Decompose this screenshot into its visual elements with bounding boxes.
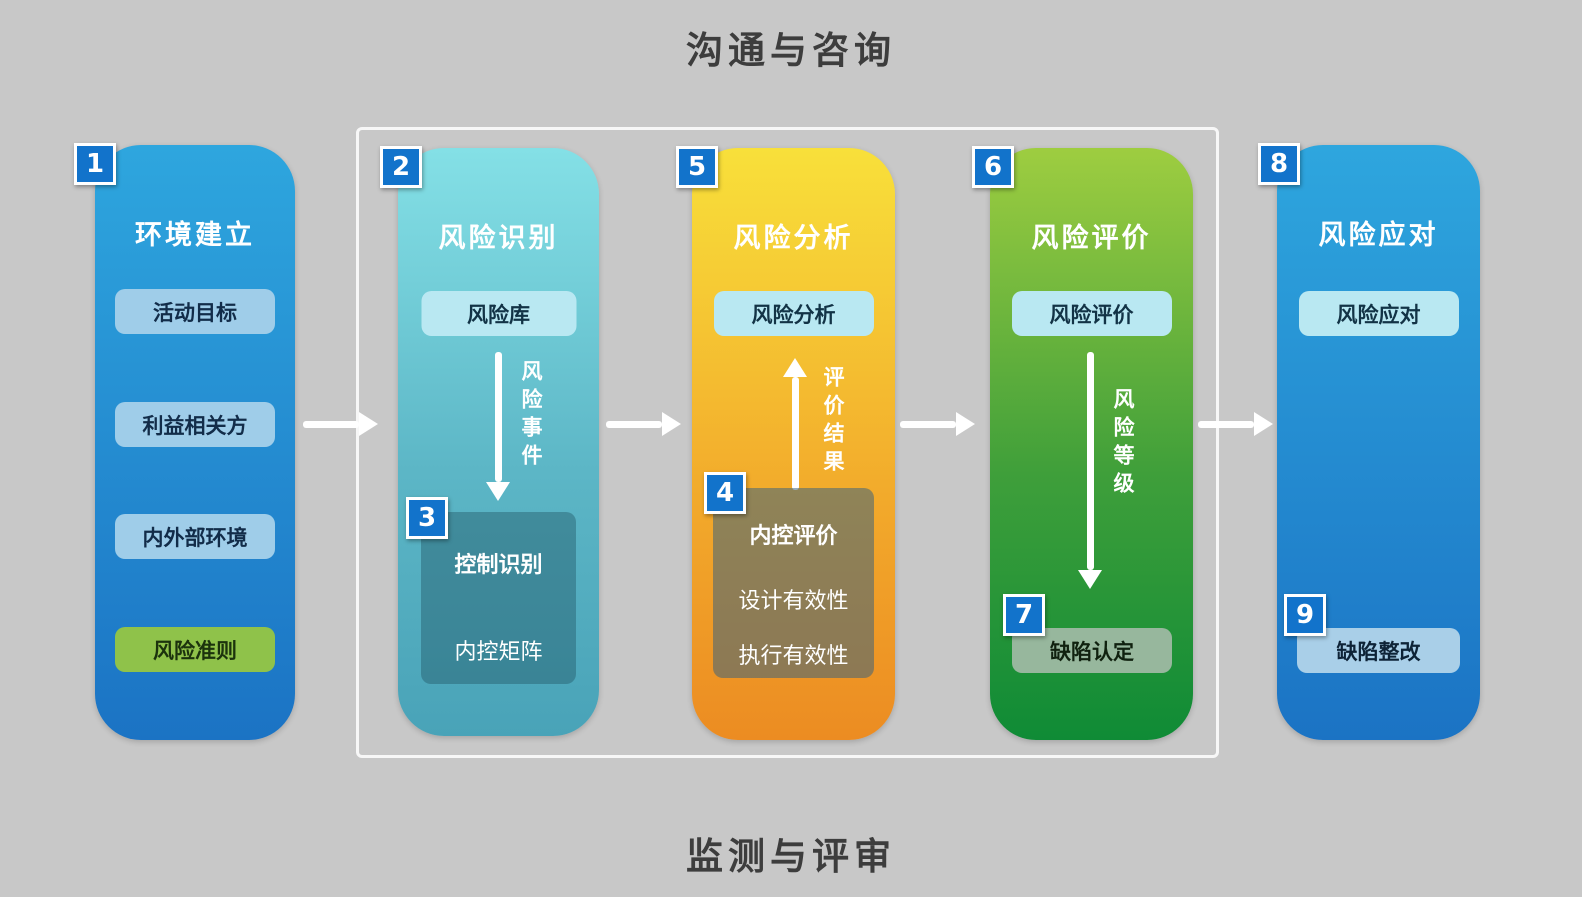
flow-arrow-1-to-2 <box>303 412 378 436</box>
step-badge-5: 5 <box>676 146 718 188</box>
column-risk-analysis: 5 风险分析 风险分析 评价结果 内控评价 设计有效性 执行有效性 4 <box>676 146 895 740</box>
arrow-shaft <box>1086 352 1094 570</box>
sub-box-risk-evaluation: 风险评价 <box>1011 291 1172 336</box>
bottom-banner: 监测与评审 <box>686 835 896 878</box>
down-arrow-risk-grade <box>1078 352 1102 589</box>
step-badge-4: 4 <box>704 472 746 514</box>
step-badge-9: 9 <box>1284 594 1326 636</box>
arrow-label-evaluation-result: 评价结果 <box>821 366 845 478</box>
arrow-head-right-icon <box>1254 412 1273 436</box>
step-badge-7: 7 <box>1003 594 1045 636</box>
column-title-evaluation: 风险评价 <box>1031 223 1152 254</box>
arrow-head-right-icon <box>662 412 681 436</box>
column-title-identification: 风险识别 <box>438 223 559 254</box>
process-frame <box>356 127 1219 758</box>
arrow-label-risk-grade: 风险等级 <box>1111 388 1135 500</box>
step-badge-8: 8 <box>1258 143 1300 185</box>
arrow-head-right-icon <box>956 412 975 436</box>
sub-box-risk-criteria: 风险准则 <box>115 627 275 672</box>
flow-arrow-4-to-5 <box>1198 412 1273 436</box>
design-effectiveness-label: 设计有效性 <box>738 589 849 614</box>
column-title-analysis: 风险分析 <box>733 223 854 254</box>
arrow-shaft <box>791 377 799 490</box>
down-arrow-risk-events <box>486 352 510 501</box>
arrow-shaft <box>303 420 359 428</box>
step-badge-2: 2 <box>380 146 422 188</box>
column-title-response: 风险应对 <box>1318 220 1439 251</box>
control-identification-title: 控制识别 <box>454 553 543 578</box>
sub-box-risk-response: 风险应对 <box>1298 291 1459 336</box>
arrow-head-down-icon <box>1078 570 1102 589</box>
step-badge-1: 1 <box>74 143 116 185</box>
column-environment: 1 环境建立 活动目标 利益相关方 内外部环境 风险准则 <box>74 143 295 740</box>
sub-box-risk-library: 风险库 <box>421 291 576 336</box>
top-banner: 沟通与咨询 <box>686 29 896 72</box>
arrow-head-down-icon <box>486 482 510 501</box>
internal-control-matrix-label: 内控矩阵 <box>454 640 543 665</box>
sub-box-activity-goals: 活动目标 <box>115 289 275 334</box>
column-risk-response: 8 风险应对 风险应对 缺陷整改 9 <box>1258 143 1480 740</box>
arrow-shaft <box>900 420 956 428</box>
column-title-environment: 环境建立 <box>135 220 255 251</box>
sub-panel-control-identification: 控制识别 内控矩阵 <box>421 512 576 684</box>
arrow-label-risk-events: 风险事件 <box>519 360 543 472</box>
sub-box-internal-external-context: 内外部环境 <box>115 514 275 559</box>
arrow-shaft <box>606 420 662 428</box>
sub-panel-internal-control-evaluation: 内控评价 设计有效性 执行有效性 <box>713 488 874 678</box>
flow-arrow-3-to-4 <box>900 412 975 436</box>
arrow-head-right-icon <box>359 412 378 436</box>
column-risk-identification: 2 风险识别 风险库 风险事件 控制识别 内控矩阵 3 <box>380 146 599 736</box>
up-arrow-evaluation-result <box>783 358 807 490</box>
step-badge-3: 3 <box>406 497 448 539</box>
arrow-shaft <box>494 352 502 482</box>
internal-control-evaluation-title: 内控评价 <box>749 524 838 549</box>
flow-arrow-2-to-3 <box>606 412 681 436</box>
step-badge-6: 6 <box>972 146 1014 188</box>
sub-box-stakeholders: 利益相关方 <box>115 402 275 447</box>
operating-effectiveness-label: 执行有效性 <box>738 644 849 669</box>
arrow-shaft <box>1198 420 1254 428</box>
sub-box-risk-analysis: 风险分析 <box>713 291 874 336</box>
arrow-head-up-icon <box>783 358 807 377</box>
sub-box-deficiency-determination: 缺陷认定 <box>1012 628 1172 673</box>
column-risk-evaluation: 6 风险评价 风险评价 风险等级 缺陷认定 7 <box>972 146 1193 740</box>
